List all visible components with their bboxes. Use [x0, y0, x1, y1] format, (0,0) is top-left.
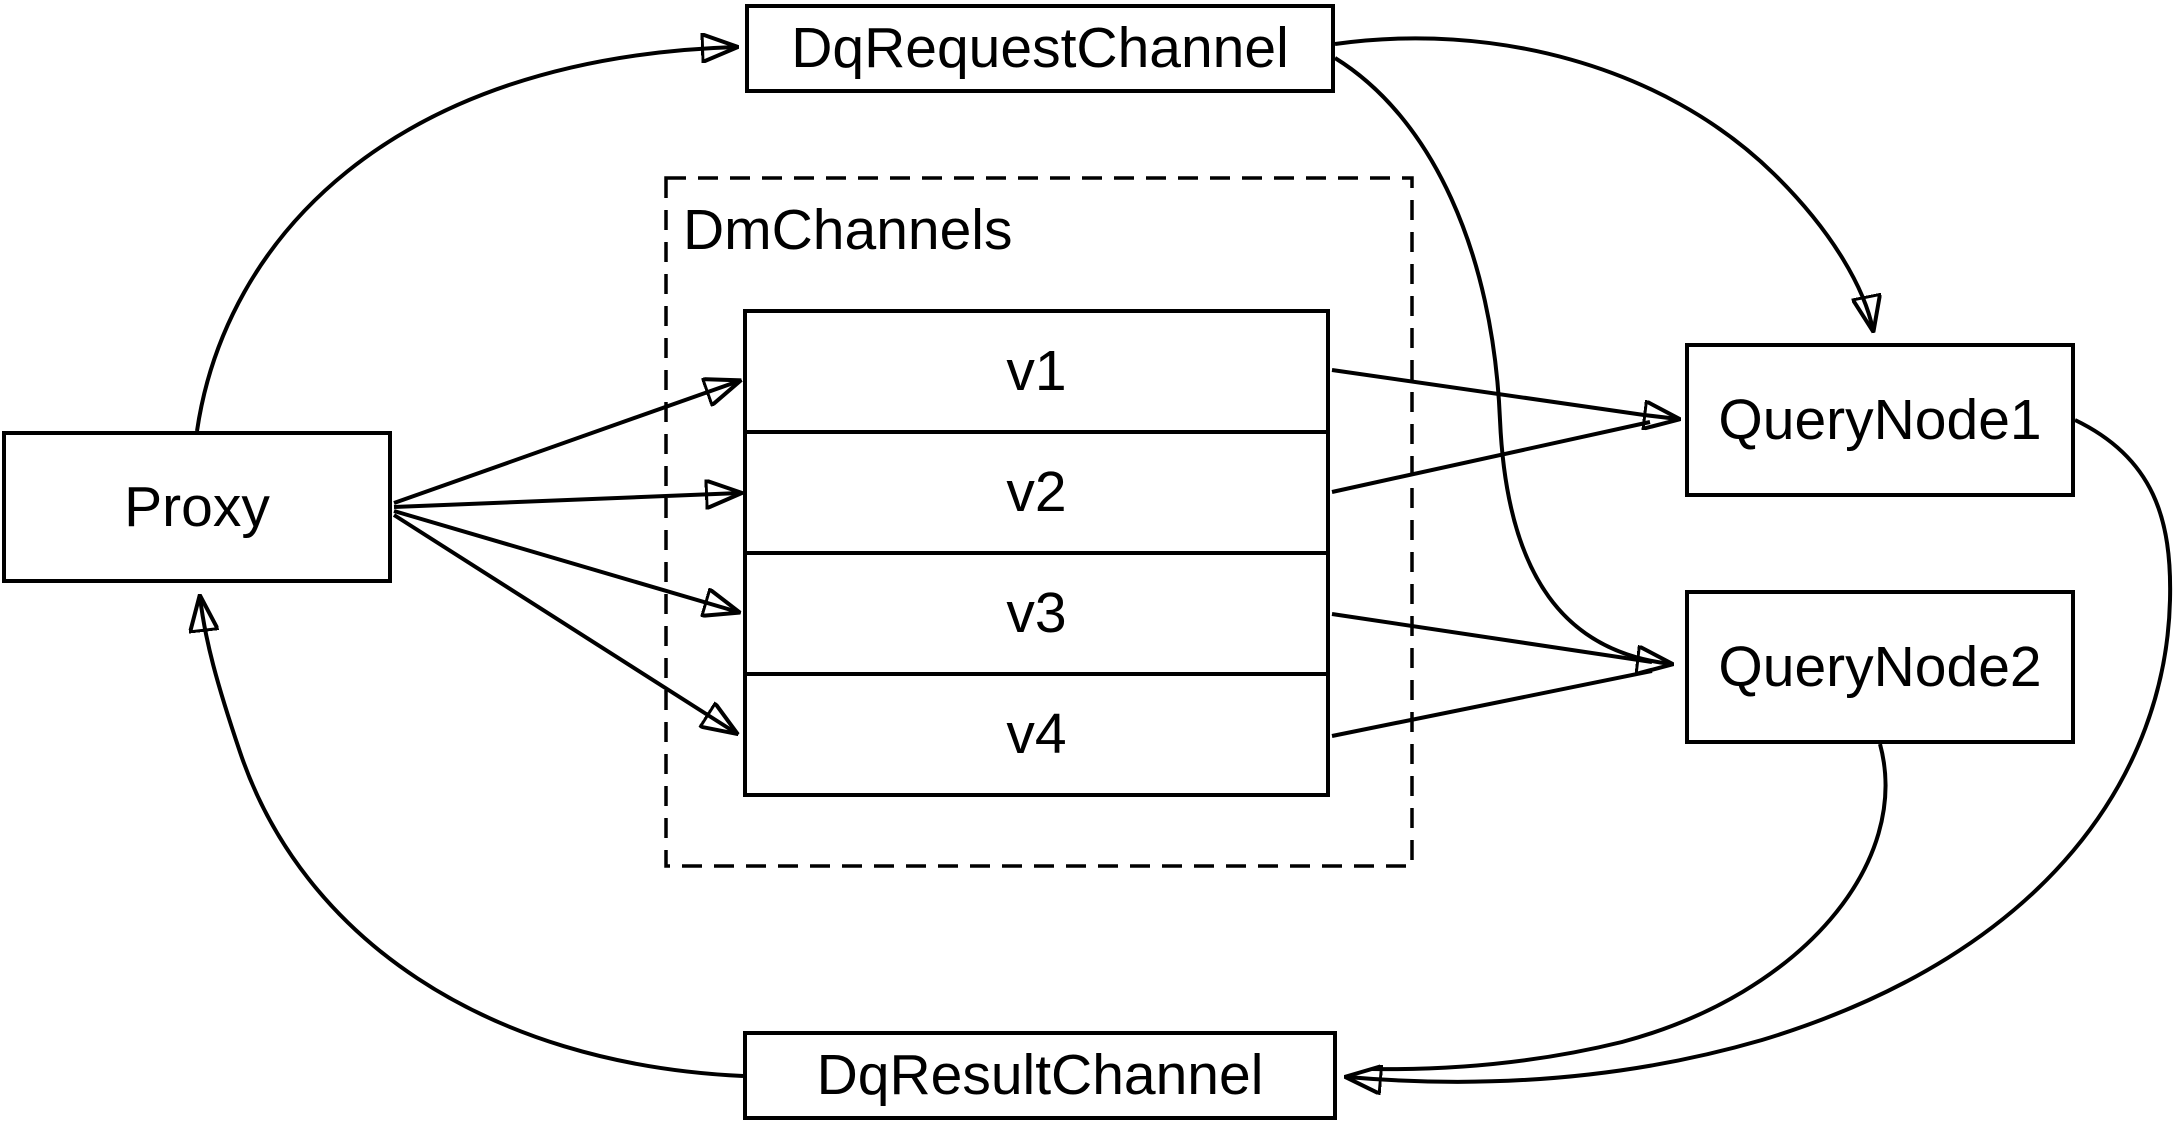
edge-query-node-2-to-dq-result-channel [1371, 743, 1888, 1072]
edge-dq-request-channel-to-query-node-2 [1333, 56, 1671, 664]
node-proxy: Proxy [2, 431, 392, 583]
channel-v1-label: v1 [1006, 339, 1067, 403]
channel-row-v3: v3 [747, 551, 1326, 672]
channel-row-v4: v4 [747, 672, 1326, 793]
node-query-node-1: QueryNode1 [1685, 343, 2075, 497]
dm-channels-stack: v1 v2 v3 v4 [743, 309, 1330, 797]
channel-row-v1: v1 [747, 313, 1326, 430]
edge-proxy-to-v2 [393, 493, 740, 507]
node-dq-result-channel-label: DqResultChannel [816, 1043, 1264, 1107]
edge-v3-to-query-node-2 [1331, 612, 1653, 664]
node-dq-result-channel: DqResultChannel [743, 1031, 1337, 1120]
dm-channels-group-label: DmChannels [683, 198, 1013, 262]
edge-v1-to-query-node-1 [1331, 368, 1678, 419]
dm-channels-group-border [664, 176, 1414, 868]
edge-dq-request-channel-to-query-node-1 [1334, 36, 1873, 330]
channel-row-v2: v2 [747, 430, 1326, 551]
edge-dq-result-channel-to-proxy [200, 597, 744, 1078]
channel-v4-label: v4 [1006, 702, 1067, 766]
edge-v2-to-query-node-1 [1331, 420, 1651, 494]
channel-v3-label: v3 [1006, 581, 1067, 645]
node-query-node-1-label: QueryNode1 [1718, 387, 2042, 452]
edge-proxy-to-dq-request-channel [195, 47, 736, 432]
edge-proxy-to-v4 [392, 513, 736, 733]
node-dq-request-channel: DqRequestChannel [745, 4, 1335, 93]
node-query-node-2: QueryNode2 [1685, 590, 2075, 744]
edge-v4-to-query-node-2 [1331, 669, 1653, 738]
edge-query-node-1-to-dq-result-channel [1347, 418, 2173, 1082]
node-query-node-2-label: QueryNode2 [1718, 634, 2042, 699]
node-proxy-label: Proxy [124, 474, 270, 539]
edge-proxy-to-v1 [393, 381, 739, 505]
edge-proxy-to-v3 [393, 509, 738, 612]
node-dq-request-channel-label: DqRequestChannel [791, 16, 1289, 80]
channel-v2-label: v2 [1006, 460, 1067, 524]
